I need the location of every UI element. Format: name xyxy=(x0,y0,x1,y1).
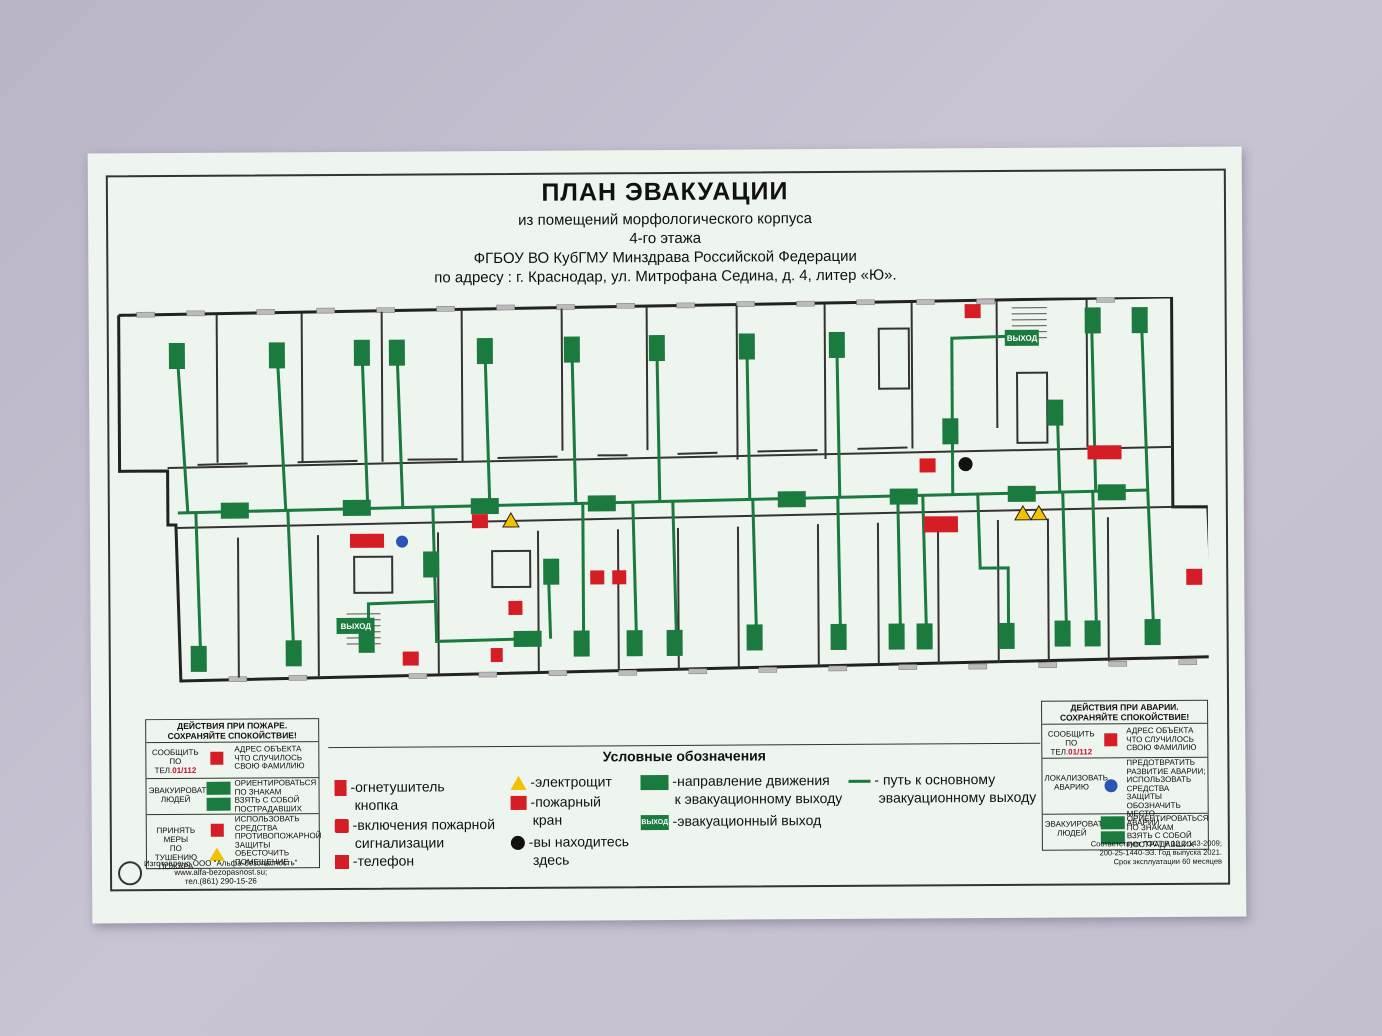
accident-localize-value-4: СРЕДСТВА ЗАЩИТЫ xyxy=(1126,783,1170,802)
legend-path-text-2: эвакуационному выходу xyxy=(878,788,1037,806)
accident-phone-number: 01/112 xyxy=(1068,747,1093,757)
legend-panel: -электрощит xyxy=(510,772,612,791)
fire-row-evacuate-value: ОРИЕНТИРОВАТЬСЯ ПО ЗНАКАМ ВЗЯТЬ С СОБОЙ … xyxy=(234,778,316,813)
electrical-panel-icon xyxy=(510,776,527,791)
phone-icon xyxy=(334,855,350,870)
fire-equipment xyxy=(349,304,1203,666)
accident-localize-label-2: АВАРИЮ xyxy=(1054,782,1090,792)
legend-hydrant: -пожарный кран xyxy=(510,792,602,829)
exit-arrow-icon xyxy=(206,781,231,795)
fire-row-report-key: СООБЩИТЬ ПО ТЕЛ.01/112 xyxy=(148,748,202,775)
accident-row-evacuate-key: ЭВАКУИРОВАТЬ ЛЮДЕЙ xyxy=(1044,819,1108,838)
legend-button-text: кнопка xyxy=(354,796,399,814)
evacuation-paths xyxy=(175,327,1156,658)
fire-phone-number: 01/112 xyxy=(172,765,197,776)
exit-sign-labels: ВЫХОД ВЫХОД xyxy=(341,334,1038,631)
exit-sign-icon: ВЫХОД xyxy=(640,814,669,830)
phone-icon xyxy=(210,751,224,765)
fire-extinguish-label-1: ПРИНЯТЬ МЕРЫ xyxy=(156,825,196,845)
phone-icon xyxy=(1104,733,1118,747)
accident-report-label-2: ПО xyxy=(1065,738,1078,748)
exit-arrow-icon xyxy=(206,797,231,811)
main-exit-signs xyxy=(336,329,1039,635)
standard-info: Соответствует ГОСТ Р 12.2.143-2009; 200-… xyxy=(1072,839,1222,867)
legend-direction-text-2: к эвакуационному выходу xyxy=(674,789,843,807)
legend-path: - путь к основному эвакуационному выходу xyxy=(848,770,1036,807)
alarm-button-icon xyxy=(334,819,349,834)
legend-alarm: -включения пожарной сигнализации xyxy=(334,815,496,852)
legend-extinguisher: -огнетушитель кнопка xyxy=(334,777,445,814)
legend-direction: -направление движения к эвакуационному в… xyxy=(640,771,842,808)
you-are-here-icon xyxy=(510,836,525,851)
evacuation-path-icon xyxy=(848,779,871,783)
accident-evacuate-label-1: ЭВАКУИРОВАТЬ xyxy=(1044,819,1108,829)
fire-evacuate-label-1: ЭВАКУИРОВАТЬ xyxy=(148,785,212,796)
outer-walls xyxy=(117,296,1209,683)
manufacturer-name: Изготовлено ООО "Альфа-безопасность" xyxy=(143,858,298,869)
legend-alarm-text: -включения пожарной xyxy=(352,816,496,833)
standard-line-3: Срок эксплуатации 60 месяцев xyxy=(1113,856,1223,867)
legend-exit-text: -эвакуационный выход xyxy=(672,812,822,829)
fire-report-value-3: СВОЮ ФАМИЛИЮ xyxy=(234,761,305,771)
legend: Условные обозначения -огнетушитель кнопк… xyxy=(328,742,1041,870)
accident-row-report: СООБЩИТЬ ПО ТЕЛ.01/112 АДРЕС ОБЪЕКТА ЧТО… xyxy=(1042,724,1208,759)
accident-row-report-value: АДРЕС ОБЪЕКТА ЧТО СЛУЧИЛОСЬ СВОЮ ФАМИЛИЮ xyxy=(1126,726,1206,753)
exit-label-left: ВЫХОД xyxy=(341,622,372,631)
legend-extinguisher-text: -огнетушитель xyxy=(350,778,445,795)
legend-alarm-text-2: сигнализации xyxy=(354,834,445,851)
fire-report-label-2: ПО xyxy=(169,756,182,767)
accident-box-title-2: СОХРАНЯЙТЕ СПОКОЙСТВИЕ! xyxy=(1059,711,1190,723)
accident-localize-label-1: ЛОКАЛИЗОВАТЬ xyxy=(1044,773,1109,783)
exit-signs xyxy=(168,307,1161,672)
legend-phone: -телефон xyxy=(334,852,415,870)
legend-here-text-2: здесь xyxy=(532,851,570,868)
fire-row-evacuate-key: ЭВАКУИРОВАТЬ ЛЮДЕЙ xyxy=(148,785,212,805)
legend-hydrant-text-2: кран xyxy=(532,811,563,828)
extinguisher-icon xyxy=(210,823,224,837)
fire-actions-box: ДЕЙСТВИЯ ПРИ ПОЖАРЕ. СОХРАНЯЙТЕ СПОКОЙСТ… xyxy=(145,718,322,871)
accident-row-report-key: СООБЩИТЬ ПО ТЕЛ.01/112 xyxy=(1044,729,1098,756)
you-are-here-dot xyxy=(958,457,973,472)
accident-row-localize-key: ЛОКАЛИЗОВАТЬ АВАРИЮ xyxy=(1044,773,1109,792)
floor-plan: ВЫХОД ВЫХОД xyxy=(117,296,1209,683)
fire-row-evacuate: ЭВАКУИРОВАТЬ ЛЮДЕЙ ОРИЕНТИРОВАТЬСЯ ПО ЗН… xyxy=(146,777,319,816)
extinguisher-icon xyxy=(334,780,347,797)
fire-hydrant-icon xyxy=(510,796,527,811)
fire-row-report-value: АДРЕС ОБЪЕКТА ЧТО СЛУЧИЛОСЬ СВОЮ ФАМИЛИЮ xyxy=(234,744,314,771)
accident-box-title: ДЕЙСТВИЯ ПРИ АВАРИИ. СОХРАНЯЙТЕ СПОКОЙСТ… xyxy=(1042,700,1208,725)
electrical-panels xyxy=(502,504,1048,528)
manufacturer-logo xyxy=(117,861,143,886)
protection-icon xyxy=(396,535,409,548)
legend-direction-text: -направление движения xyxy=(672,772,830,789)
fire-report-tel: ТЕЛ. xyxy=(154,766,173,776)
accident-row-localize: ЛОКАЛИЗОВАТЬ АВАРИЮ ПРЕДОТВРАТИТЬ РАЗВИТ… xyxy=(1042,756,1208,827)
accident-report-tel: ТЕЛ. xyxy=(1050,747,1069,757)
accident-report-value-3: СВОЮ ФАМИЛИЮ xyxy=(1126,742,1197,753)
legend-path-text: - путь к основному xyxy=(874,770,996,788)
legend-title: Условные обозначения xyxy=(602,747,766,765)
manufacturer-phone: тел.(861) 290-15-26 xyxy=(184,876,257,886)
direction-arrow-icon xyxy=(640,774,669,790)
fire-box-title: ДЕЙСТВИЯ ПРИ ПОЖАРЕ. СОХРАНЯЙТЕ СПОКОЙСТ… xyxy=(146,719,319,744)
exit-label-right: ВЫХОД xyxy=(1007,334,1038,343)
accident-report-label-1: СООБЩИТЬ xyxy=(1047,729,1095,739)
exit-arrow-icon xyxy=(1100,816,1125,830)
legend-panel-text: -электрощит xyxy=(530,773,612,790)
accident-evacuate-label-2: ЛЮДЕЙ xyxy=(1057,828,1087,838)
fire-row-report: СООБЩИТЬ ПО ТЕЛ.01/112 АДРЕС ОБЪЕКТА ЧТО… xyxy=(146,743,319,780)
legend-exit: ВЫХОД -эвакуационный выход xyxy=(640,811,822,830)
legend-here-text: -вы находитесь xyxy=(528,833,630,850)
stairs xyxy=(346,307,1047,645)
manufacturer-info: Изготовлено ООО "Альфа-безопасность" www… xyxy=(117,858,298,886)
accident-actions-box: ДЕЙСТВИЯ ПРИ АВАРИИ. СОХРАНЯЙТЕ СПОКОЙСТ… xyxy=(1041,699,1209,851)
legend-here: -вы находитесь здесь xyxy=(510,832,630,869)
fire-evacuate-label-2: ЛЮДЕЙ xyxy=(160,794,191,805)
legend-phone-text: -телефон xyxy=(352,852,415,869)
protection-icon xyxy=(1104,779,1118,793)
evacuation-plan-sign: ПЛАН ЭВАКУАЦИИ из помещений морфологичес… xyxy=(87,146,1247,924)
legend-hydrant-text: -пожарный xyxy=(530,793,602,810)
fire-report-label-1: СООБЩИТЬ xyxy=(151,747,199,758)
windows xyxy=(136,297,1198,682)
fire-box-title-2: СОХРАНЯЙТЕ СПОКОЙСТВИЕ! xyxy=(167,730,297,742)
